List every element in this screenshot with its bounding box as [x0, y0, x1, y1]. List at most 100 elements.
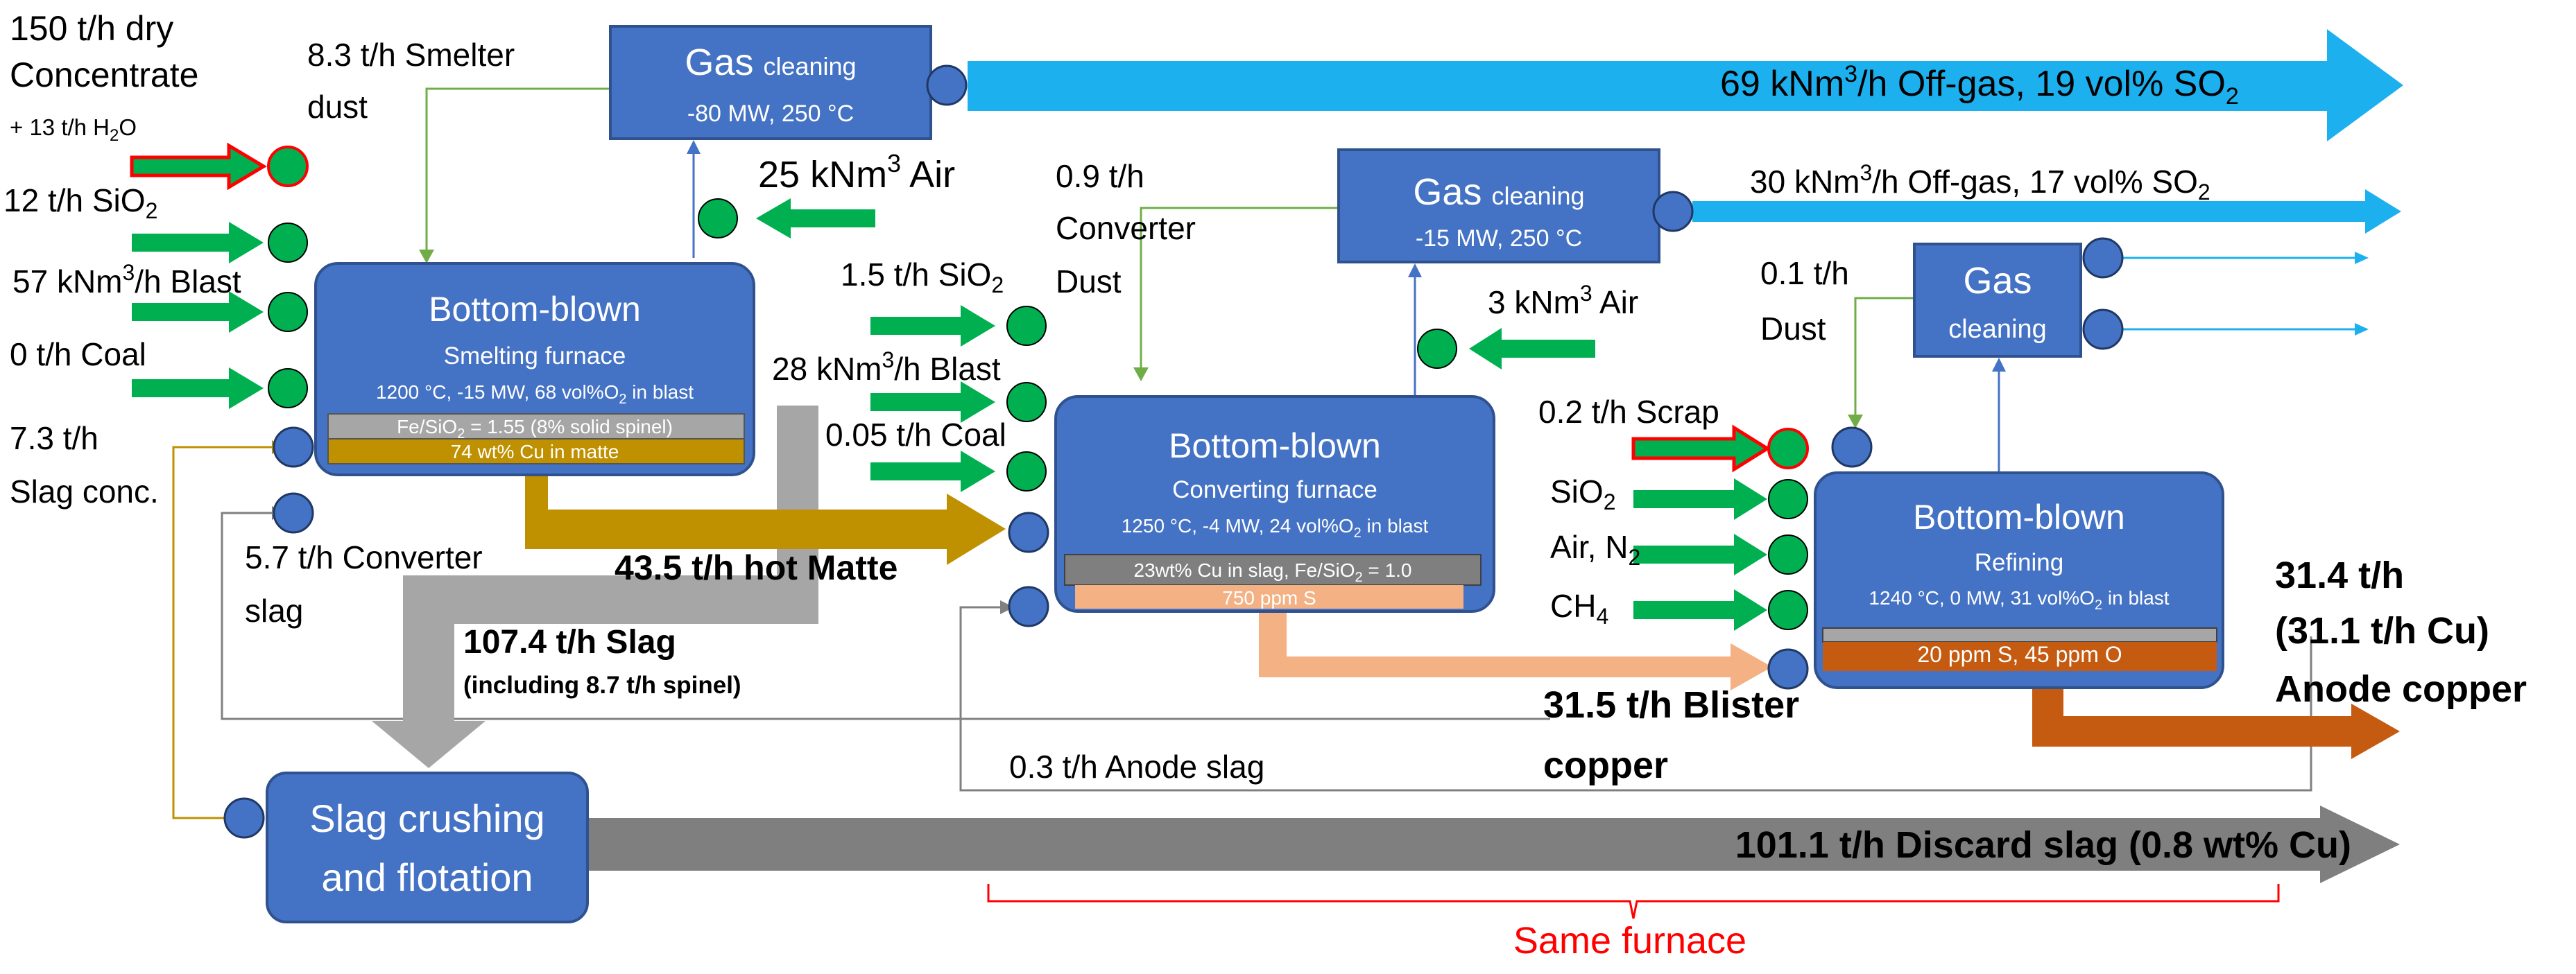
water-label: + 13 t/h H2O	[10, 114, 137, 145]
green-ports	[267, 146, 1809, 630]
converter-sio2-label: 1.5 t/h SiO2	[841, 256, 1004, 297]
converter-slag-layer	[1064, 554, 1482, 586]
refining-dust-arrowhead	[1848, 415, 1863, 428]
converter-blast-port	[1006, 382, 1047, 422]
converter-blister-layer-label: 750 ppm S	[1222, 587, 1316, 609]
smelting-furnace-title: Bottom-blown	[429, 290, 641, 329]
concentrate-feed-arrow	[130, 142, 267, 191]
air-converter-port	[1417, 329, 1457, 369]
same-furnace-label: Same furnace	[1513, 920, 1746, 962]
discard-slag-arrow	[586, 806, 2400, 883]
converter-dust-arrowhead	[1133, 367, 1149, 381]
gas-cleaning-1-port	[926, 64, 968, 106]
converter-coal-port	[1006, 451, 1047, 492]
smelter-gas-arrowhead	[687, 140, 701, 154]
blue-ports	[223, 64, 2124, 839]
offgas-2-label: 30 kNm3/h Off-gas, 17 vol% SO2	[1750, 160, 2210, 205]
converter-slag-layer-label: 23wt% Cu in slag, Fe/SiO2 = 1.0	[1134, 559, 1412, 585]
slag-crushing-port	[223, 797, 265, 839]
converter-matte-port	[1008, 512, 1049, 553]
converter-slag-loop	[221, 512, 1550, 720]
smelter-matte-layer	[327, 438, 745, 464]
refining-dust-label-1: 0.1 t/h	[1760, 255, 1849, 291]
discard-slag-label: 101.1 t/h Discard slag (0.8 wt% Cu)	[1735, 824, 2351, 866]
converter-coal-arrow	[870, 451, 995, 492]
air-smelter-label: 25 kNm3 Air	[758, 149, 955, 195]
concentrate-port	[267, 146, 309, 187]
concentrate-label-1: 150 t/h dry	[10, 9, 173, 48]
refining-gas-arrowhead	[1992, 358, 2006, 372]
converting-furnace-subtitle: Converting furnace	[1172, 476, 1377, 503]
gas-cleaning-1-box	[609, 25, 932, 140]
converter-dust-label-1: 0.9 t/h	[1056, 158, 1144, 194]
refining-furnace-title: Bottom-blown	[1913, 498, 2125, 537]
blast-label: 57 kNm3/h Blast	[12, 260, 241, 299]
gas-cleaning-3-line1: Gas	[1963, 260, 2032, 302]
converting-furnace-specs: 1250 °C, -4 MW, 24 vol%O2 in blast	[1122, 515, 1429, 541]
blast-feed-arrow	[132, 291, 264, 333]
converter-anode-slag-port	[1008, 586, 1049, 627]
blister-copper-arrow	[1259, 607, 1772, 690]
smelter-slag-layer	[327, 413, 745, 440]
concentrate-label-2: Concentrate	[10, 55, 198, 94]
smelter-dust-label-1: 8.3 t/h Smelter	[307, 37, 515, 73]
refining-dust-port	[1831, 426, 1873, 468]
refining-sio2-port	[1768, 479, 1808, 519]
refining-dust-label-2: Dust	[1760, 311, 1826, 347]
coal-feed-arrow	[132, 367, 264, 409]
smelting-furnace-specs: 1200 °C, -15 MW, 68 vol%O2 in blast	[376, 381, 694, 407]
scrap-label: 0.2 t/h Scrap	[1538, 394, 1719, 430]
refining-air-arrow	[1633, 534, 1767, 575]
gas-cleaning-3-port-lower	[2082, 308, 2124, 350]
anode-label-1: 31.4 t/h	[2275, 555, 2404, 596]
anode-slag-label: 0.3 t/h Anode slag	[1009, 749, 1264, 785]
gas-out-lower-arrowhead	[2355, 323, 2369, 336]
refining-copper-layer-label: 20 ppm S, 45 ppm O	[1917, 642, 2122, 667]
gas-cleaning-1-specs: -80 MW, 250 °C	[687, 101, 854, 127]
converter-gas-arrowhead	[1408, 263, 1422, 277]
refining-copper-layer	[1823, 642, 2217, 671]
converter-slag-label-1: 5.7 t/h Converter	[245, 539, 483, 575]
sio2-label: 12 t/h SiO2	[3, 182, 157, 223]
offgas-arrow-2	[1692, 189, 2401, 234]
refining-dust-line	[1854, 297, 1914, 421]
converter-blast-label: 28 kNm3/h Blast	[772, 347, 1001, 387]
converter-blister-layer	[1075, 585, 1463, 609]
converter-dust-label-2: Converter	[1056, 210, 1196, 246]
same-furnace-bracket	[987, 884, 2280, 919]
gas-cleaning-3-line2: cleaning	[1948, 315, 2047, 344]
converter-sio2-arrow	[870, 305, 995, 347]
smelter-matte-layer-label: 74 wt% Cu in matte	[451, 441, 619, 462]
coal-port	[268, 368, 308, 408]
sio2-port	[268, 223, 308, 263]
refining-air-label: Air, N2	[1550, 529, 1640, 570]
hot-matte-arrow	[525, 461, 1006, 565]
refining-furnace-specs: 1240 °C, 0 MW, 31 vol%O2 in blast	[1869, 587, 2169, 613]
slag-flow-label-1: 107.4 t/h Slag	[463, 624, 676, 661]
smelting-furnace-subtitle: Smelting furnace	[444, 342, 626, 369]
anode-label-2: (31.1 t/h Cu)	[2275, 610, 2489, 652]
blast-port	[268, 292, 308, 332]
converter-slag-label-2: slag	[245, 593, 303, 629]
converter-blast-arrow	[870, 381, 995, 423]
gas-cleaning-2-specs: -15 MW, 250 °C	[1416, 225, 1582, 252]
refining-sio2-label: SiO2	[1550, 473, 1615, 514]
anode-slag-arrowhead	[1000, 600, 1014, 614]
slag-crushing-line1: Slag crushing	[309, 797, 544, 840]
slag-flow-label-2: (including 8.7 t/h spinel)	[463, 672, 741, 699]
refining-slag-layer	[1822, 627, 2217, 643]
refining-air-port	[1768, 534, 1808, 575]
gas-cleaning-3-port-upper	[2082, 237, 2124, 279]
smelter-slag-layer-label: Fe/SiO2 = 1.55 (8% solid spinel)	[397, 416, 673, 442]
smelter-dust-line	[425, 87, 610, 258]
air-smelter-arrow	[756, 198, 875, 238]
gas-cleaning-3-box	[1913, 243, 2082, 358]
air-smelter-port	[698, 198, 738, 238]
smelter-dust-arrowhead	[419, 250, 434, 263]
gas-cleaning-2-box	[1337, 148, 1660, 263]
converter-sio2-port	[1006, 306, 1047, 346]
converter-dust-label-3: Dust	[1056, 263, 1122, 299]
refining-sio2-arrow	[1633, 478, 1767, 520]
offgas-arrow-1	[968, 29, 2403, 141]
